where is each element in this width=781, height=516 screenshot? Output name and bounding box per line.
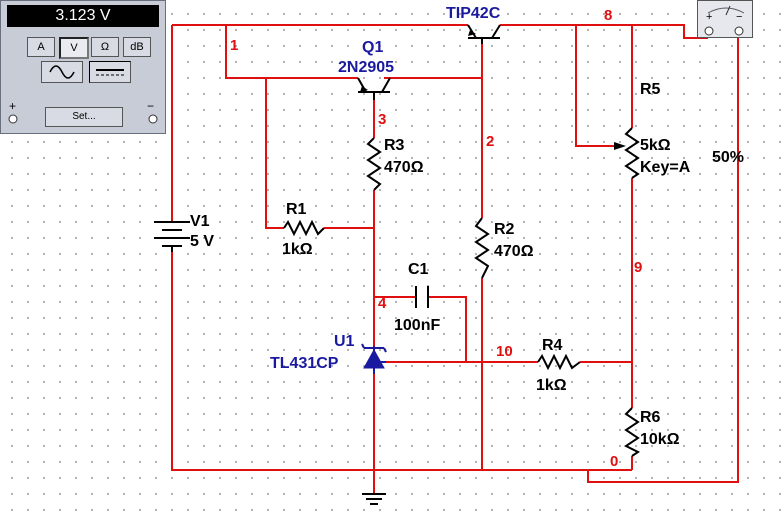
transistor-q1 <box>357 77 391 100</box>
dc-line-icon <box>96 69 124 76</box>
node-label-2: 2 <box>486 133 494 150</box>
r3-name: R3 <box>384 137 405 154</box>
node-label-8: 8 <box>604 7 612 24</box>
minus-terminal-label: − <box>147 99 155 113</box>
wire-probe-minus <box>587 38 739 483</box>
ac-mode-button[interactable] <box>41 61 83 83</box>
multimeter-panel: 3.123 V A V Ω dB + − Set... <box>0 0 166 134</box>
probe-terminals-icon <box>704 26 744 36</box>
probe-plus-label: + <box>706 11 713 23</box>
dc-mode-button[interactable] <box>89 61 131 83</box>
voltmeter-button[interactable]: V <box>59 37 89 59</box>
plus-terminal-label: + <box>9 99 17 113</box>
c1-value: 100nF <box>394 317 440 334</box>
resistor-r3 <box>366 137 382 191</box>
v1-value: 5 V <box>190 233 214 250</box>
r4-name: R4 <box>542 337 563 354</box>
r1-name: R1 <box>286 201 307 218</box>
r6-name: R6 <box>640 409 661 426</box>
r5-value: 5kΩ <box>640 137 671 154</box>
resistor-r2 <box>474 217 490 279</box>
r5-name: R5 <box>640 81 661 98</box>
transistor-tip42c <box>467 24 501 44</box>
node-label-0: 0 <box>610 453 618 470</box>
q1-name: Q1 <box>362 39 383 56</box>
set-button[interactable]: Set... <box>45 107 123 127</box>
node-label-4: 4 <box>378 295 387 312</box>
voltmeter-probe[interactable]: + − <box>697 0 753 38</box>
decibel-button[interactable]: dB <box>123 37 151 57</box>
wire-q1-to-tip <box>384 44 483 79</box>
sine-wave-icon <box>49 65 75 79</box>
node-label-10: 10 <box>496 343 513 360</box>
v1-name: V1 <box>190 213 210 230</box>
r6-value: 10kΩ <box>640 431 680 448</box>
meter-dial-icon <box>707 5 745 16</box>
minus-terminal-icon[interactable] <box>147 113 159 125</box>
shunt-regulator-u1 <box>361 343 387 374</box>
r2-name: R2 <box>494 221 515 238</box>
wire-c1-right <box>428 296 467 362</box>
wire-top-rail-right <box>500 24 708 39</box>
c1-name: C1 <box>408 261 429 278</box>
ammeter-button[interactable]: A <box>27 37 55 57</box>
r3-value: 470Ω <box>384 159 424 176</box>
r5-key: Key=A <box>640 159 691 176</box>
node-label-1: 1 <box>230 37 238 54</box>
resistor-r4 <box>537 353 581 371</box>
r2-value: 470Ω <box>494 243 534 260</box>
q1-part: 2N2905 <box>338 59 394 76</box>
potentiometer-r5 <box>614 127 640 179</box>
multimeter-reading: 3.123 V <box>7 5 159 27</box>
capacitor-c1 <box>415 286 429 308</box>
wires <box>171 24 739 494</box>
resistor-r1 <box>283 219 325 237</box>
plus-terminal-icon[interactable] <box>7 113 19 125</box>
r1-value: 1kΩ <box>282 241 313 258</box>
tip42c-part: TIP42C <box>446 5 501 22</box>
resistor-r6 <box>624 407 640 457</box>
ohmmeter-button[interactable]: Ω <box>91 37 119 57</box>
probe-minus-label: − <box>736 11 743 23</box>
wire-r1-left <box>265 78 284 229</box>
node-label-9: 9 <box>634 259 642 276</box>
r5-percent: 50% <box>712 149 744 166</box>
u1-part: TL431CP <box>270 355 339 372</box>
r4-value: 1kΩ <box>536 377 567 394</box>
wire-node8 <box>575 25 614 147</box>
wire-v1-bottom <box>171 252 632 471</box>
node-label-3: 3 <box>378 111 386 128</box>
u1-name: U1 <box>334 333 355 350</box>
ground-symbol <box>362 493 386 505</box>
battery-v1 <box>154 221 190 252</box>
wire-node1-loop <box>225 25 358 79</box>
